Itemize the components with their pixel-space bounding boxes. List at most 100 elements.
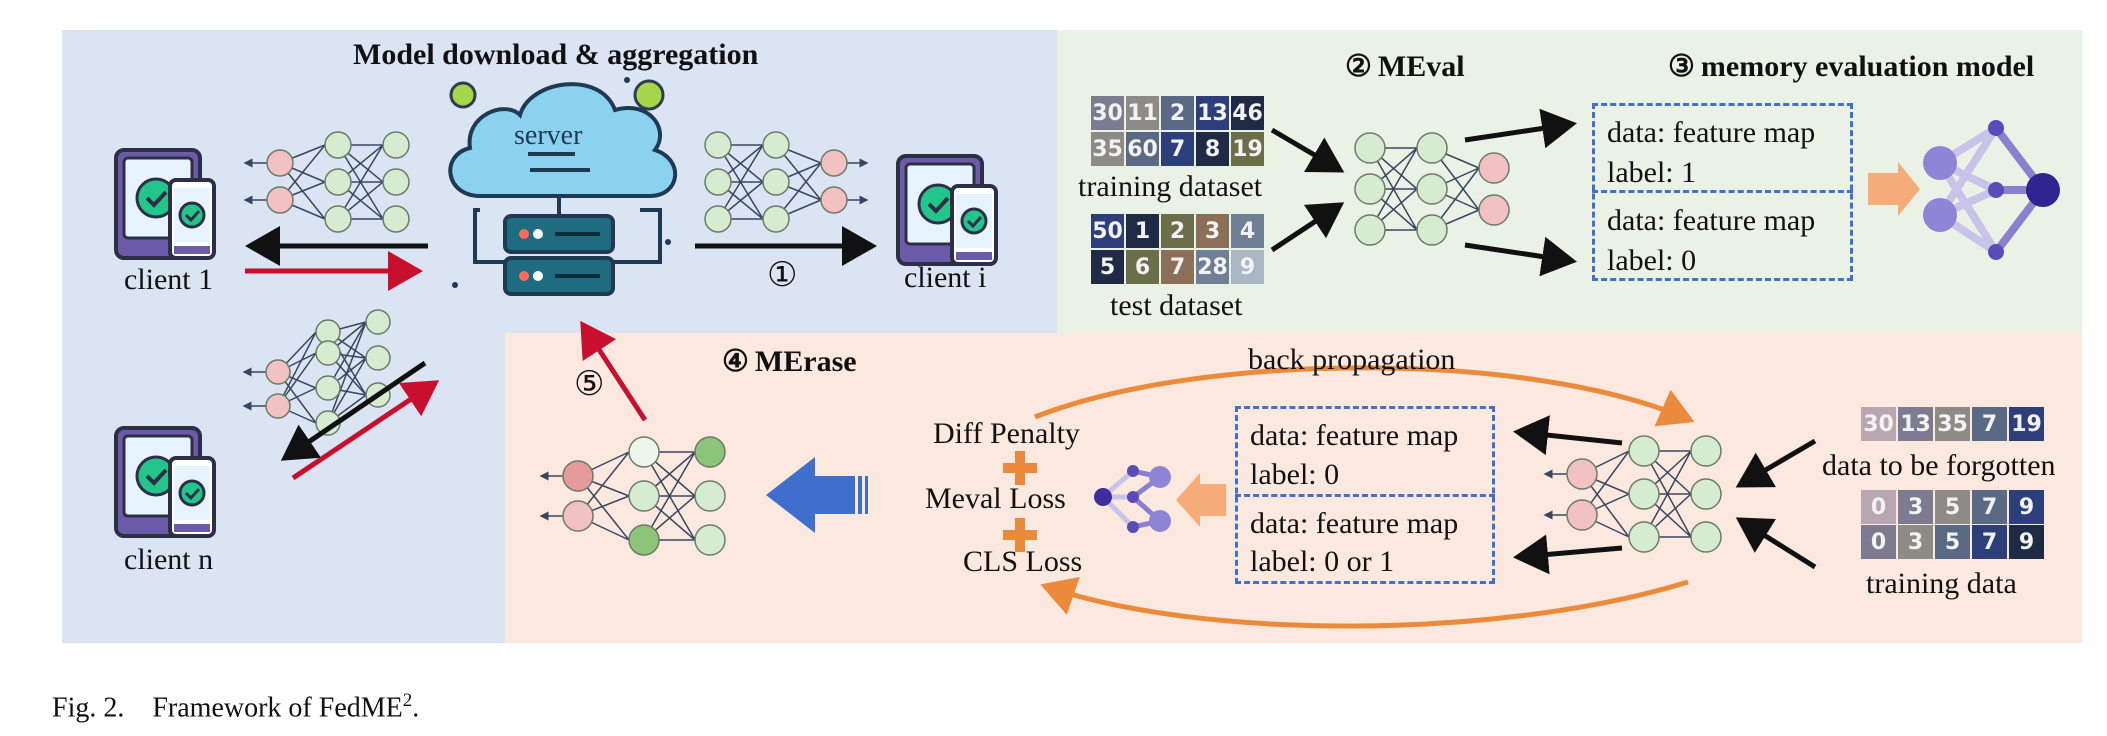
- digit-thumbnail: 30: [1861, 407, 1896, 441]
- meval-box2-label: label: 0: [1607, 244, 1697, 277]
- step-4-marker: ④: [722, 345, 749, 378]
- network-node: [324, 205, 352, 233]
- merase-model-arrow: [1176, 473, 1226, 527]
- digit-thumbnail: 2: [1161, 96, 1194, 130]
- network-node: [265, 393, 291, 419]
- plus-icon: [1003, 451, 1037, 485]
- network-node: [365, 309, 391, 335]
- network-node: [694, 480, 726, 512]
- meval-model-arrow: [1868, 162, 1920, 216]
- upload-network-icon: [704, 131, 869, 233]
- unlearned-network-icon: [539, 436, 726, 556]
- digit-thumbnail: 7: [1972, 490, 2007, 524]
- meval-box1-label: label: 1: [1607, 156, 1697, 189]
- digit-thumbnail: 2: [1161, 214, 1194, 248]
- upload-arrow-clientn: [291, 380, 440, 481]
- merase-network-icon: [1543, 435, 1722, 553]
- plus-icon: [1003, 518, 1037, 552]
- test-dataset-label: test dataset: [1110, 289, 1243, 322]
- digit-thumbnail: 5: [1091, 250, 1124, 284]
- network-node: [315, 340, 341, 366]
- merase-forget-arrow: [1735, 438, 1817, 488]
- digit-thumbnail: 28: [1196, 250, 1229, 284]
- network-node: [1354, 132, 1386, 164]
- merase-out-arrow-0: [1513, 415, 1623, 456]
- caption-fig-number: Fig. 2.: [52, 692, 125, 724]
- network-node: [762, 131, 790, 159]
- digit-thumbnail: 5: [1935, 525, 1970, 559]
- network-node: [1566, 458, 1598, 490]
- digit-thumbnail: 3: [1898, 490, 1933, 524]
- download-network-icon: [243, 131, 410, 233]
- download-arrow-clientn: [280, 360, 427, 461]
- digit-thumbnail: 60: [1126, 132, 1159, 166]
- digit-thumbnail: 19: [1231, 132, 1264, 166]
- cls-loss-label: CLS Loss: [963, 545, 1083, 578]
- network-node: [1416, 214, 1448, 246]
- meval-box1-data: data: feature map: [1607, 116, 1816, 149]
- digit-thumbnail: 19: [2009, 407, 2044, 441]
- meval-title-text: MEval: [1377, 50, 1465, 83]
- meval-box-divider: [1592, 190, 1853, 193]
- network-node: [628, 480, 660, 512]
- step-1-marker: ①: [767, 257, 798, 294]
- client-n-device-icon: [114, 426, 216, 538]
- network-node: [628, 524, 660, 556]
- network-node: [1416, 173, 1448, 205]
- digit-thumbnail: 1: [1126, 214, 1159, 248]
- digit-thumbnail: 13: [1196, 96, 1229, 130]
- training-data-label: training data: [1866, 567, 2017, 600]
- digit-thumbnail: 7: [1161, 250, 1194, 284]
- network-node: [365, 345, 391, 371]
- network-node: [266, 149, 294, 177]
- merase-panel: [505, 333, 2082, 643]
- merase-box2-label: label: 0 or 1: [1250, 545, 1395, 578]
- network-node: [820, 186, 848, 214]
- digit-thumbnail: 0: [1861, 490, 1896, 524]
- merase-box1-data: data: feature map: [1250, 419, 1459, 452]
- client-1-device-icon: [114, 148, 216, 260]
- network-node: [382, 131, 410, 159]
- digit-thumbnail: 46: [1231, 96, 1264, 130]
- client-1-label: client 1: [124, 263, 214, 296]
- merase-upload-arrow: [580, 320, 648, 422]
- meval-out-arrow-0: [1464, 236, 1577, 277]
- merase-box2-data: data: feature map: [1250, 507, 1459, 540]
- digit-thumbnail: 6: [1126, 250, 1159, 284]
- merase-train-arrow: [1735, 517, 1817, 570]
- network-node: [315, 375, 341, 401]
- digit-thumbnail: 9: [2009, 490, 2044, 524]
- digit-thumbnail: 13: [1898, 407, 1933, 441]
- figure-caption: Fig. 2. Framework of FedME2.: [52, 691, 419, 722]
- network-node: [324, 131, 352, 159]
- block-arrow-icon: [766, 457, 868, 533]
- meval-network-icon: [1354, 132, 1510, 246]
- network-node: [704, 205, 732, 233]
- network-node: [1690, 521, 1722, 553]
- digit-thumbnail: 4: [1231, 214, 1264, 248]
- network-node: [694, 436, 726, 468]
- digit-thumbnail: 8: [1196, 132, 1229, 166]
- merase-title-text: MErase: [754, 345, 857, 378]
- client-n-network-icon: [242, 309, 391, 436]
- digit-thumbnail: 9: [1231, 250, 1264, 284]
- step-2-marker: ②: [1345, 50, 1372, 83]
- digit-thumbnail: 7: [1972, 525, 2007, 559]
- step-5-marker: ⑤: [574, 366, 605, 403]
- meval-test-arrow: [1270, 202, 1345, 253]
- digit-thumbnail: 11: [1126, 96, 1159, 130]
- server-label: server: [514, 120, 583, 151]
- network-node: [562, 460, 594, 492]
- cloud-server-icon: [448, 77, 677, 296]
- network-node: [762, 168, 790, 196]
- merase-box-divider: [1235, 494, 1495, 497]
- network-node: [1478, 152, 1510, 184]
- digit-thumbnail: 3: [1898, 525, 1933, 559]
- digit-thumbnail: 30: [1091, 96, 1124, 130]
- memory-model-icon-small: [1094, 465, 1171, 533]
- digit-thumbnail: 0: [1861, 525, 1896, 559]
- memory-model-title: ③ memory evaluation model: [1668, 52, 2034, 82]
- network-node: [694, 524, 726, 556]
- merase-title: ④ MErase: [722, 347, 857, 377]
- network-node: [762, 205, 790, 233]
